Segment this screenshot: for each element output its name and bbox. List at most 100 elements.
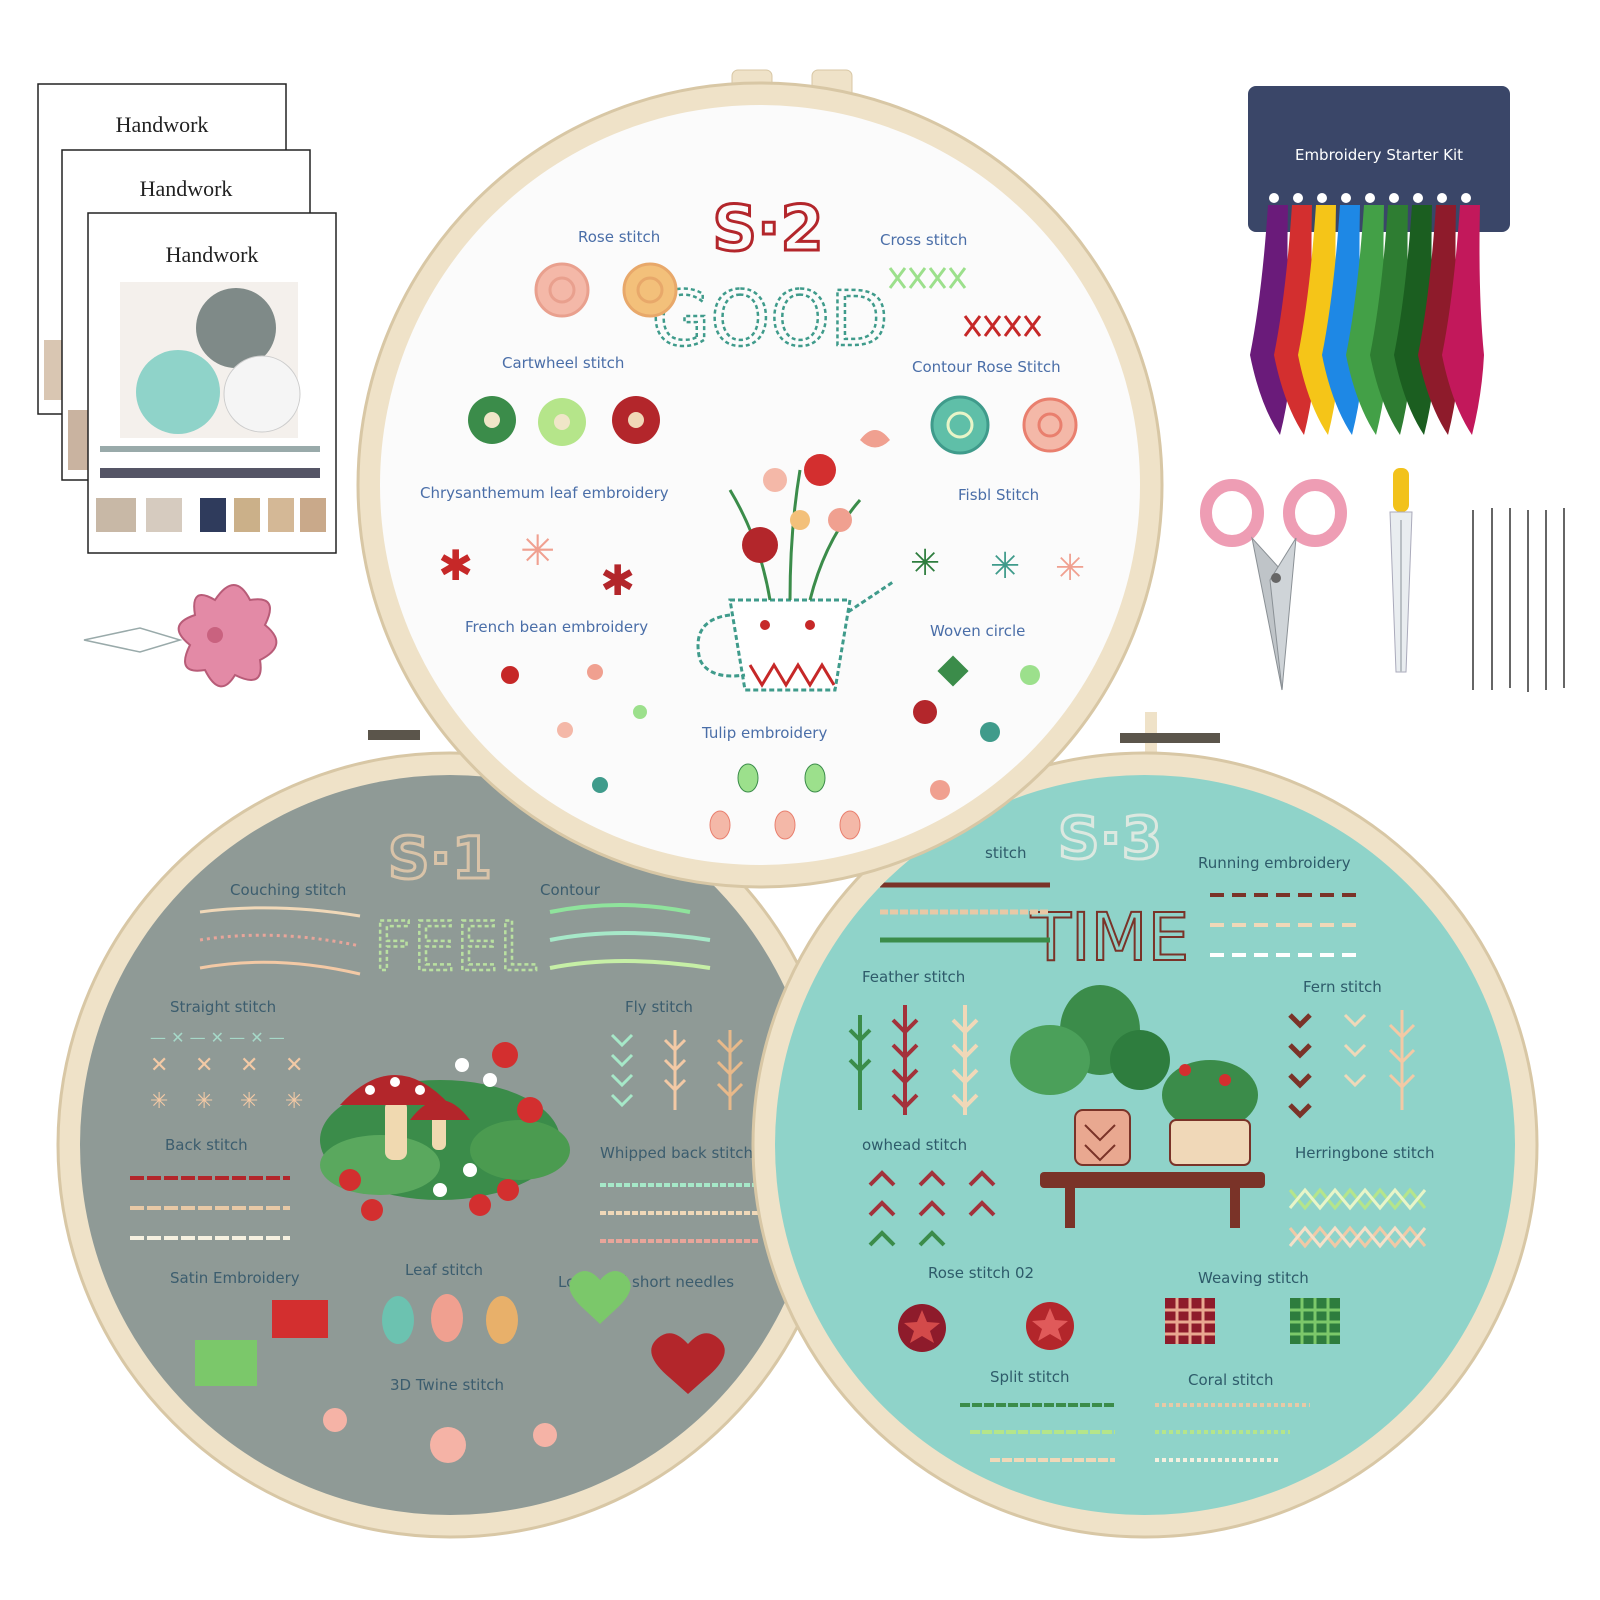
svg-text:✱: ✱: [438, 541, 473, 590]
white-label-chrysanthemum: Chrysanthemum leaf embroidery: [420, 484, 669, 502]
gray-label-contour: Contour: [540, 881, 601, 899]
teal-label-stitch-partial: stitch: [985, 844, 1027, 862]
booklet-title-3: Handwork: [166, 242, 259, 267]
gray-hoop-word: FEEL: [374, 908, 537, 987]
svg-text:— ✕ — ✕ — ✕ —: — ✕ — ✕ — ✕ —: [150, 1028, 285, 1047]
herringbone-stitch-sample: [1288, 1187, 1427, 1249]
gray-label-back: Back stitch: [165, 1136, 248, 1154]
thread-card-hole: [1461, 193, 1471, 203]
white-hoop-word: GOOD: [651, 274, 888, 363]
teal-label-fern: Fern stitch: [1303, 978, 1382, 996]
couching-stitch-sample: [199, 906, 361, 976]
thread-card-hole: [1341, 193, 1351, 203]
teal-label-rose02: Rose stitch 02: [928, 1264, 1034, 1282]
teal-straight-lines: [880, 882, 1050, 943]
watering-can-bouquet-motif: [696, 430, 894, 692]
teal-label-herringbone: Herringbone stitch: [1295, 1144, 1434, 1162]
thread-kit: Embroidery Starter Kit: [1248, 86, 1510, 435]
gray-label-couching: Couching stitch: [230, 881, 346, 899]
thread-card-hole: [1317, 193, 1327, 203]
cross-stitch-sample: [888, 267, 1042, 337]
gray-label-leaf: Leaf stitch: [405, 1261, 483, 1279]
needles-icon: [1472, 508, 1565, 692]
teal-hoop-word: TIME: [1030, 899, 1189, 976]
white-label-french-bean: French bean embroidery: [465, 618, 648, 636]
white-label-fishbone: Fisbl Stitch: [958, 486, 1039, 504]
booklet-title-2: Handwork: [140, 176, 233, 201]
hoop-teal: S·3 TIME stitch Running embroidery Feath…: [751, 712, 1539, 1539]
tulip-stitch-sample: [709, 763, 861, 840]
white-hoop-number: S·2: [712, 192, 823, 265]
mushroom-strawberry-motif: [320, 1042, 570, 1221]
teal-label-feather: Feather stitch: [862, 968, 965, 986]
heart-green-sample: [569, 1271, 631, 1324]
hoop-gray: S·1 FEEL Couching stitch Contour Straigh…: [56, 730, 844, 1539]
teal-label-coral: Coral stitch: [1188, 1371, 1273, 1389]
weaving-stitch-sample: [1165, 1298, 1340, 1344]
svg-text:✕: ✕: [240, 1053, 258, 1078]
chrysanthemum-stitch-sample: ✱ ✳ ✱: [438, 526, 635, 605]
heart-red-sample: [651, 1333, 725, 1394]
satin-red-sample: [272, 1300, 328, 1338]
white-label-rose: Rose stitch: [578, 228, 660, 246]
svg-text:✳: ✳: [910, 543, 940, 584]
gray-label-fly: Fly stitch: [625, 998, 693, 1016]
thread-card-hole: [1365, 193, 1375, 203]
cartwheel-stitch-sample: [468, 396, 660, 446]
thread-card-hole: [1293, 193, 1303, 203]
thread-skeins: [1250, 193, 1484, 435]
straight-stitch-sample: — ✕ — ✕ — ✕ — ✕✕✕✕ ✳✳✳✳: [150, 1028, 303, 1114]
split-stitch-sample: [960, 1403, 1115, 1462]
leaf-stitch-sample: [382, 1294, 518, 1344]
white-label-contour-rose: Contour Rose Stitch: [912, 358, 1061, 376]
svg-text:✳: ✳: [195, 1089, 213, 1114]
rose02-stitch-sample: [898, 1302, 1074, 1352]
satin-green-sample: [195, 1340, 257, 1386]
teal-label-running: Running embroidery: [1198, 854, 1351, 872]
svg-text:✳: ✳: [990, 546, 1020, 587]
coral-stitch-sample: [1155, 1403, 1310, 1462]
teal-label-weaving: Weaving stitch: [1198, 1269, 1309, 1287]
gray-label-whipped-back: Whipped back stitch: [600, 1144, 753, 1162]
back-stitch-sample: [130, 1176, 290, 1240]
svg-text:✳: ✳: [240, 1089, 258, 1114]
thread-skein: [1442, 205, 1484, 435]
svg-text:✳: ✳: [1055, 548, 1085, 589]
svg-text:✕: ✕: [285, 1053, 303, 1078]
plants-on-table-motif: [1010, 985, 1265, 1228]
running-stitch-sample: [1210, 893, 1360, 957]
thread-card-hole: [1413, 193, 1423, 203]
thread-kit-label: Embroidery Starter Kit: [1295, 146, 1463, 164]
twine-stitch-sample: [323, 1408, 557, 1463]
rose-stitch-sample: [534, 262, 678, 318]
svg-text:✕: ✕: [150, 1053, 168, 1078]
scissors-icon: [1200, 479, 1347, 691]
booklet-title-1: Handwork: [116, 112, 209, 137]
svg-text:✳: ✳: [150, 1089, 168, 1114]
hoop-white: S·2 GOOD Rose stitch Cross stitch Cartwh…: [356, 69, 1164, 889]
white-label-tulip: Tulip embroidery: [701, 724, 827, 742]
instruction-booklets: Handwork Handwork Handwork: [37, 83, 337, 554]
fishbone-stitch-sample: ✳ ✳ ✳: [910, 543, 1085, 589]
needle-threader: [83, 584, 278, 688]
contour-rose-stitch-sample: [930, 395, 1078, 455]
white-label-cartwheel: Cartwheel stitch: [502, 354, 624, 372]
french-bean-stitch-sample: [501, 664, 647, 793]
teal-label-split: Split stitch: [990, 1368, 1070, 1386]
svg-text:✳: ✳: [285, 1089, 303, 1114]
thread-card-hole: [1437, 193, 1447, 203]
gray-label-3d-twine: 3D Twine stitch: [390, 1376, 504, 1394]
arrowhead-stitch-sample: [868, 1170, 996, 1247]
fern-stitch-sample: [1288, 1010, 1416, 1119]
teal-label-arrowhead: owhead stitch: [862, 1136, 967, 1154]
feather-stitch-sample: [848, 1005, 979, 1115]
white-label-woven-circle: Woven circle: [930, 622, 1025, 640]
white-label-cross: Cross stitch: [880, 231, 967, 249]
svg-text:✱: ✱: [600, 556, 635, 605]
gray-label-straight: Straight stitch: [170, 998, 276, 1016]
gray-hoop-number: S·1: [388, 824, 492, 892]
contour-stitch-sample: [549, 903, 711, 970]
svg-text:✳: ✳: [520, 526, 555, 575]
seam-ripper-icon: [1389, 468, 1413, 673]
